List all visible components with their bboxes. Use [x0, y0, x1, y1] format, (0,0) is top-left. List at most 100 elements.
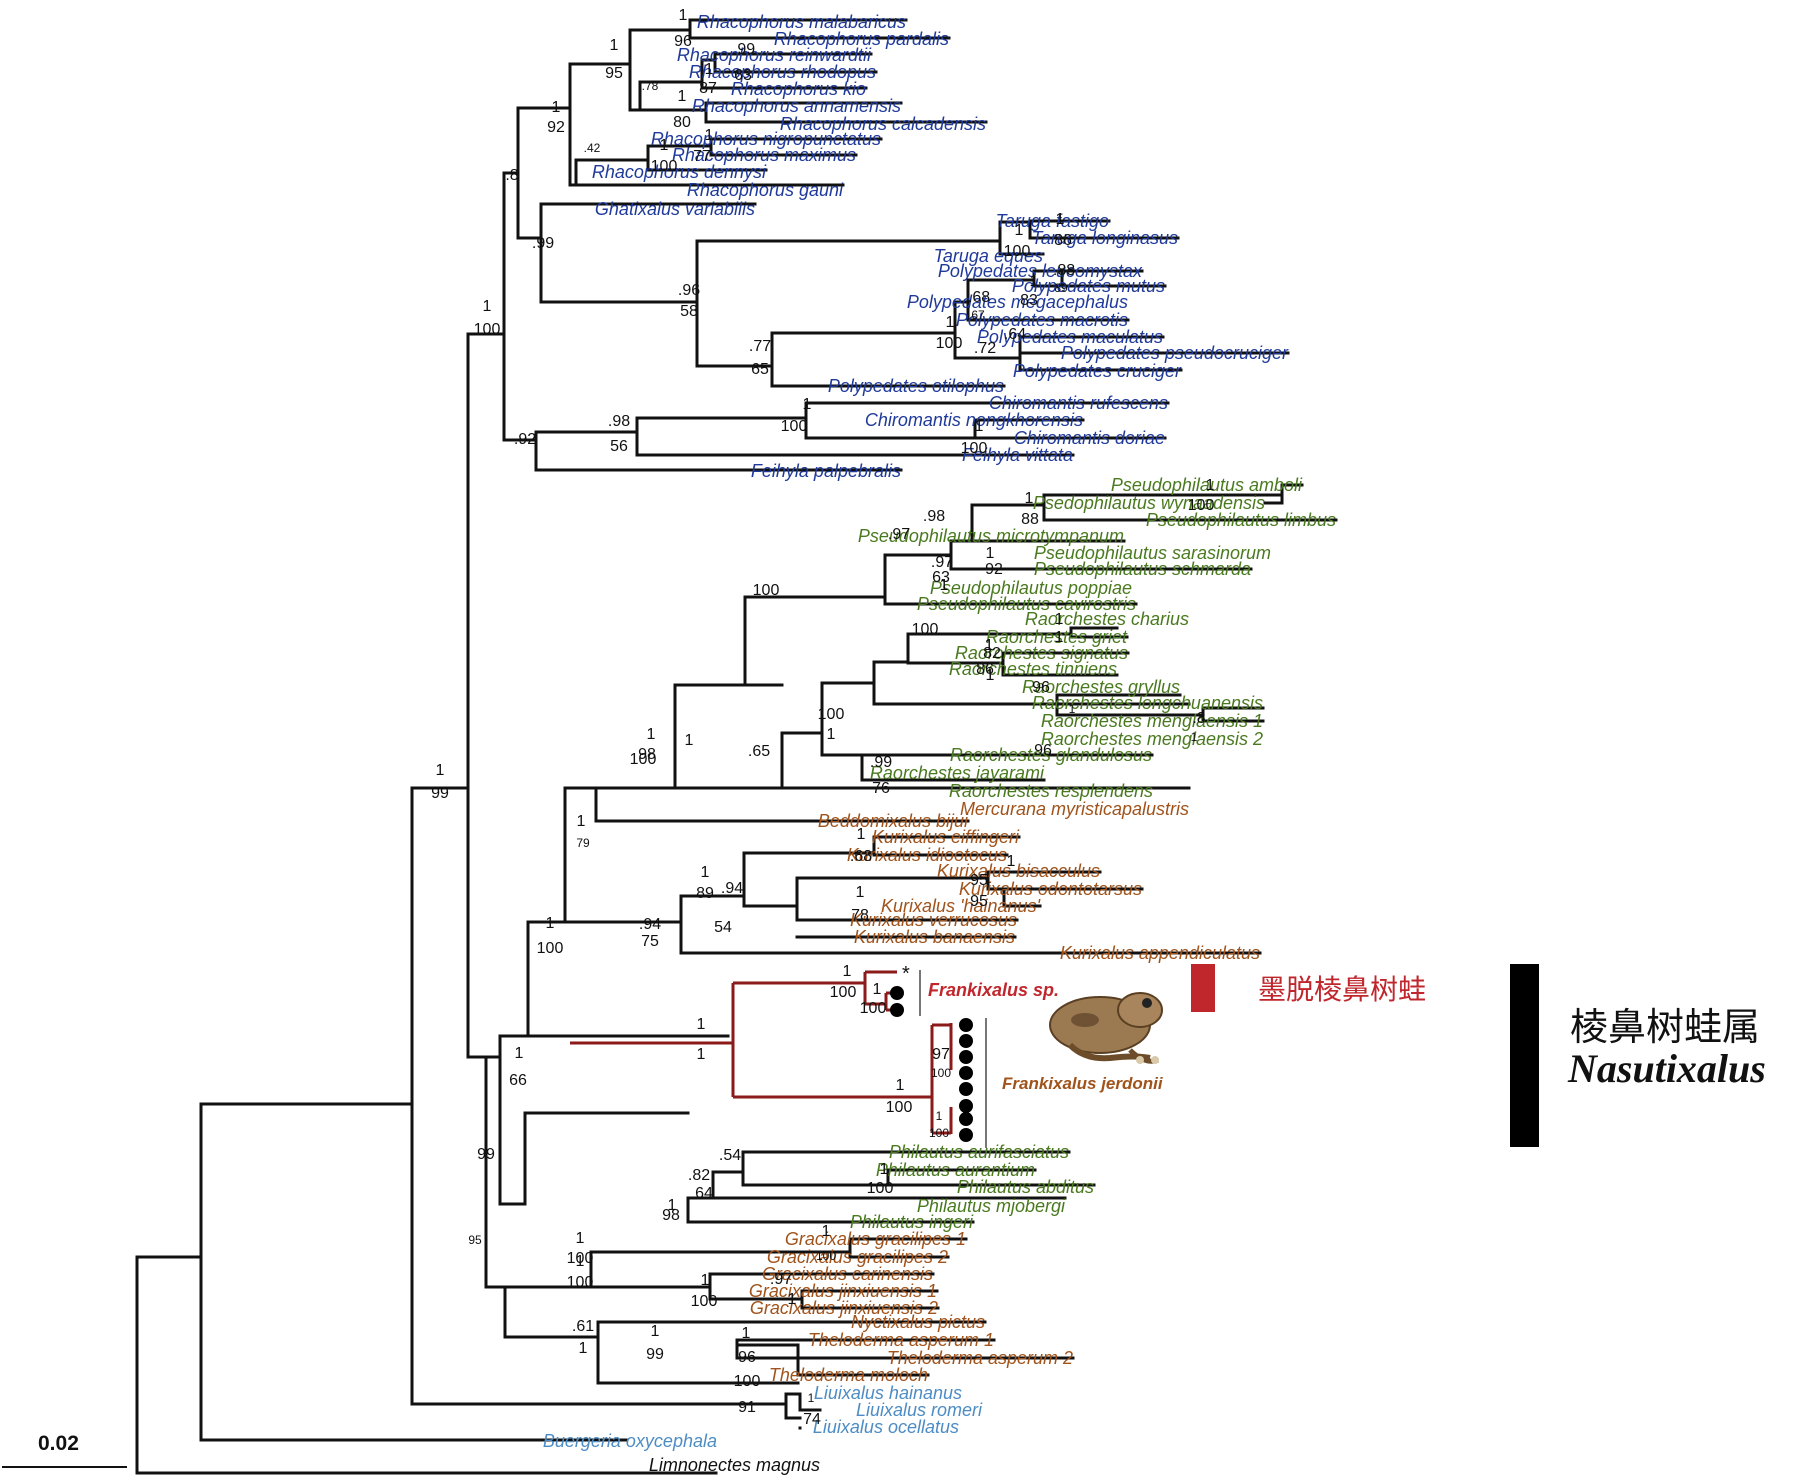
support-value: .97 — [770, 1271, 792, 1288]
tip-label: Liuixalus hainanus — [814, 1383, 962, 1403]
support-value: 1 — [1015, 222, 1024, 239]
support-value: .99 — [870, 754, 892, 771]
support-value: 80 — [673, 114, 691, 131]
support-value: 1 — [660, 137, 669, 154]
support-value: 1 — [788, 1291, 797, 1308]
support-value: 79 — [576, 836, 590, 850]
sample-dot — [959, 1050, 973, 1064]
support-value: 1 — [873, 981, 882, 998]
tip-label: Pseudophilautus poppiae — [930, 578, 1132, 598]
support-value: 96 — [1034, 742, 1052, 759]
tip-label: Gracixalus carinensis — [762, 1264, 933, 1284]
support-value: 1 — [822, 1223, 831, 1240]
support-value: 1 — [701, 1272, 710, 1289]
support-value: .98 — [608, 413, 630, 430]
support-value: 1 — [808, 1391, 815, 1405]
support-value: 1 — [1025, 490, 1034, 507]
tip-label: Theloderma asperum 2 — [887, 1348, 1073, 1368]
support-value: 1 — [685, 732, 694, 749]
sample-dot — [959, 1034, 973, 1048]
tip-label: Kurixalus banaensis — [854, 927, 1015, 947]
tip-label: Philautus mjobergi — [917, 1196, 1066, 1216]
support-value: 64 — [695, 1185, 713, 1202]
support-value: 95 — [970, 872, 988, 889]
support-value: 86 — [1054, 232, 1072, 249]
support-value: 1 — [697, 1046, 706, 1063]
support-value: 100 — [651, 158, 678, 175]
support-value: 92 — [985, 561, 1003, 578]
support-value: 1 — [946, 314, 955, 331]
support-value: 100 — [1004, 243, 1031, 260]
tip-label: Polypedates macrotis — [956, 310, 1128, 330]
tip-label: Beddomixalus bijui — [818, 811, 969, 831]
tip-label: Philautus ingeri — [850, 1212, 974, 1232]
support-value: 1 — [985, 637, 994, 654]
support-value: 91 — [738, 1399, 756, 1416]
tip-label: Polypedates leucomystax — [938, 261, 1143, 281]
support-value: 1 — [940, 577, 949, 594]
tip-label: Raorchestes tinniens — [949, 659, 1117, 679]
support-value: 1 — [1191, 730, 1198, 744]
genus-chinese-name: 棱鼻树蛙属 — [1570, 1005, 1761, 1049]
tip-label: Nyctixalus pictus — [851, 1312, 985, 1332]
tip-label: Rhacophorus calcadensis — [780, 114, 986, 134]
support-value: .68 — [968, 289, 990, 306]
support-value: 96 — [1032, 679, 1050, 696]
support-value: 100 — [753, 582, 780, 599]
tip-label: Gracixalus jinxiuensis 1 — [749, 1281, 937, 1301]
tip-label: Polypedates cruciger — [1013, 361, 1182, 381]
support-value: .8 — [505, 167, 518, 184]
support-value: .68 — [850, 848, 872, 865]
support-value: 99 — [646, 1346, 664, 1363]
support-value: 67 — [971, 308, 985, 322]
genus-latin-name: Nasutixalus — [1568, 1046, 1766, 1091]
sample-dot — [959, 1018, 973, 1032]
tip-label: Rhacophorus malabaricus — [697, 12, 906, 32]
support-value: 82 — [983, 645, 1001, 662]
support-value: 1 — [483, 298, 492, 315]
tip-label: Raorchestes griet — [986, 627, 1128, 647]
support-value: 92 — [547, 119, 565, 136]
tip-label: Ghatixalus variabilis — [595, 199, 755, 219]
frankixalus-sp-label: Frankixalus sp. — [928, 980, 1059, 1000]
sample-dot — [959, 1128, 973, 1142]
legend-red-swatch — [1191, 964, 1215, 1012]
support-value: .94 — [639, 916, 661, 933]
support-value: 88 — [1021, 511, 1039, 528]
support-value: 99 — [477, 1146, 495, 1163]
tip-label: Kurixalus verrucosus — [850, 910, 1017, 930]
support-value: 99 — [431, 785, 449, 802]
sample-dot — [959, 1099, 973, 1113]
asterisk-mark: * — [902, 963, 910, 985]
support-value: 100 — [818, 706, 845, 723]
support-value: 1 — [576, 1230, 585, 1247]
frankixalus-clade-markers: Frankixalus sp.Frankixalus jerdonii* — [890, 963, 1164, 1148]
tip-label: Rhacophorus dennysi — [592, 162, 767, 182]
support-value: .78 — [642, 79, 659, 93]
support-value: 1 — [515, 1045, 524, 1062]
tip-label: Pseudophilautus sarasinorum — [1034, 543, 1271, 563]
support-value: 100 — [929, 1126, 949, 1140]
support-value: 100 — [931, 1066, 951, 1080]
support-value: 100 — [936, 335, 963, 352]
support-value: 100 — [961, 440, 988, 457]
tip-label: Polypedates mutus — [1012, 276, 1165, 296]
support-value: 100 — [830, 984, 857, 1001]
tip-label: Theloderma asperum 1 — [808, 1330, 994, 1350]
support-value: 1 — [576, 1253, 585, 1270]
support-value: .99 — [733, 41, 755, 58]
support-value: 100 — [860, 1000, 887, 1017]
support-value: 1 — [803, 396, 812, 413]
support-value: 1 — [1030, 273, 1039, 290]
support-value: .72 — [974, 340, 996, 357]
support-value: 95 — [468, 1233, 482, 1247]
tip-label: Taruga eques — [934, 246, 1043, 266]
tip-label: Pseudophilautus amboli — [1111, 475, 1303, 495]
tip-label: Rhacophorus gauni — [687, 180, 844, 200]
sample-dot — [959, 1082, 973, 1096]
tip-label: Raorchestes gryllus — [1022, 677, 1180, 697]
support-value: 78 — [851, 907, 869, 924]
support-value: 63 — [932, 569, 950, 586]
support-value: 75 — [641, 933, 659, 950]
tip-label: Rhacophorus reinwardtii — [677, 45, 872, 65]
